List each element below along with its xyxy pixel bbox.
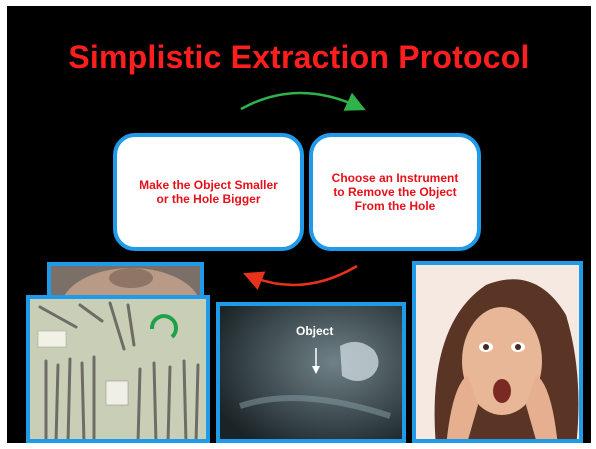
step-text: Choose an Instrument to Remove the Objec… (331, 171, 459, 213)
surprised-woman-photo (412, 261, 583, 443)
step-box-instrument: Choose an Instrument to Remove the Objec… (309, 133, 481, 251)
step-text: Make the Object Smaller or the Hole Bigg… (139, 178, 278, 206)
slide-title: Simplistic Extraction Protocol (68, 39, 530, 75)
object-label: Object (296, 324, 334, 338)
bottom-arrow (243, 264, 358, 291)
top-arrow (240, 91, 366, 111)
instruments-photo (26, 295, 210, 443)
xray-photo: Object (216, 302, 406, 443)
face-photo (47, 262, 204, 304)
cycle-arrows (240, 91, 366, 291)
slide: Simplistic Extraction Protocol Make the … (7, 6, 591, 443)
step-box-enlarge: Make the Object Smaller or the Hole Bigg… (113, 133, 304, 251)
